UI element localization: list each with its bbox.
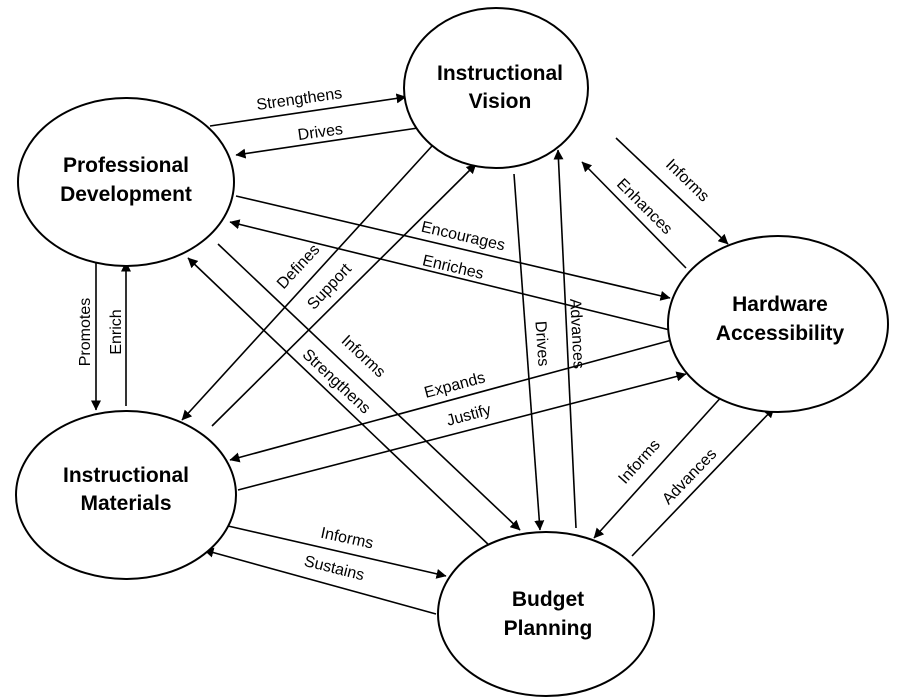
node-label-line-2: Planning	[504, 617, 593, 640]
edge-label-pd-to-im: Promotes	[77, 298, 94, 366]
edge-label-ha-to-bp: Informs	[615, 436, 663, 487]
edge-pd-to-iv	[209, 93, 407, 127]
edge-label-iv-to-pd: Drives	[297, 121, 344, 144]
edge-label-ha-to-im: Expands	[423, 369, 488, 402]
node-label-line-1: Professional	[63, 154, 189, 177]
edge-ha-to-iv	[581, 161, 687, 269]
edge-label-im-to-pd: Enrich	[108, 309, 125, 354]
edge-iv-to-im	[181, 145, 433, 421]
edge-bp-to-im	[203, 547, 437, 615]
edge-pd-to-bp	[217, 243, 521, 531]
node-label-line-1: Budget	[512, 588, 584, 611]
edge-pd-to-ha	[235, 195, 671, 301]
node-label-line-2: Vision	[469, 90, 532, 113]
node-professional-development: Professional Development	[17, 97, 235, 267]
edge-label-pd-to-bp: Informs	[338, 332, 389, 381]
edge-bp-to-pd	[187, 257, 493, 549]
edge-bp-to-ha	[631, 407, 775, 557]
node-label-line-2: Materials	[80, 492, 171, 515]
edge-im-to-bp	[227, 525, 447, 579]
edge-iv-to-pd	[235, 127, 419, 159]
edge-ha-to-bp	[593, 393, 725, 539]
node-label-line-1: Instructional	[63, 464, 189, 487]
edge-label-pd-to-iv: Strengthens	[255, 85, 343, 114]
node-instructional-vision: Instructional Vision	[403, 7, 589, 169]
edge-label-ha-to-pd: Enriches	[421, 252, 485, 283]
edge-iv-to-ha	[615, 137, 729, 245]
edge-im-to-ha	[237, 371, 687, 491]
node-label-line-1: Hardware	[732, 293, 828, 316]
node-budget-planning: Budget Planning	[437, 531, 655, 697]
edge-ha-to-pd	[229, 219, 671, 331]
node-instructional-materials: Instructional Materials	[15, 410, 237, 580]
edge-label-bp-to-iv: Advances	[566, 298, 587, 369]
edge-bp-to-iv	[553, 149, 577, 529]
node-hardware-accessibility: Hardware Accessibility	[667, 235, 889, 413]
edge-label-im-to-iv: Support	[304, 260, 355, 313]
edge-ha-to-im	[229, 339, 673, 463]
edge-label-iv-to-bp: Drives	[531, 320, 551, 366]
edge-im-to-iv	[211, 163, 477, 427]
edges	[91, 93, 775, 615]
node-label-line-1: Instructional	[437, 62, 563, 85]
edge-iv-to-bp	[513, 173, 545, 531]
edge-label-iv-to-ha: Informs	[662, 156, 712, 205]
node-label-line-2: Development	[60, 183, 192, 206]
edge-label-iv-to-im: Defines	[274, 241, 323, 292]
node-label-line-2: Accessibility	[716, 322, 845, 345]
